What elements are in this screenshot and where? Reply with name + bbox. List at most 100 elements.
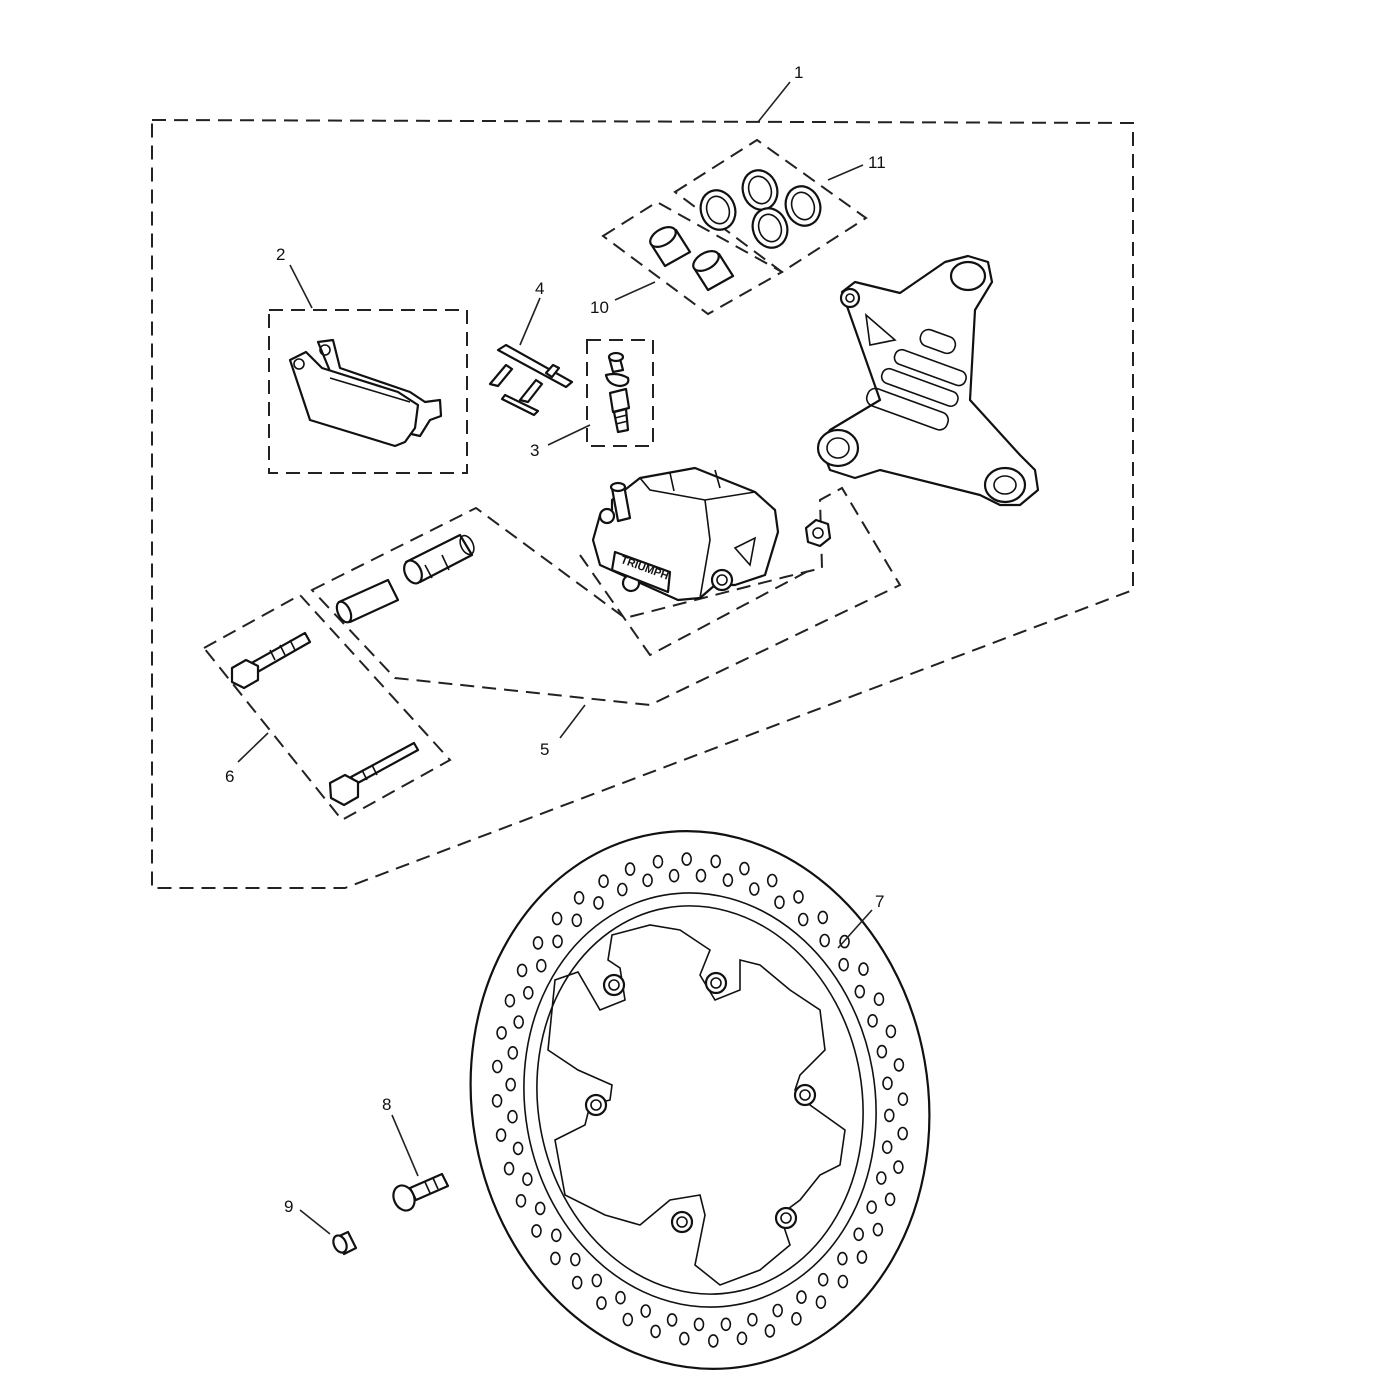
drill-hole: [622, 1312, 634, 1327]
caliper-pin-boundary: [579, 554, 811, 657]
callout-6: 6: [225, 767, 234, 786]
callout-5: 5: [540, 740, 549, 759]
drill-hole: [616, 882, 628, 897]
drill-hole: [642, 873, 653, 888]
drill-hole: [693, 1317, 705, 1332]
brake-pad-set: [288, 338, 443, 448]
drill-hole: [505, 1077, 517, 1092]
drill-hole: [722, 873, 734, 887]
drill-hole: [515, 1194, 527, 1208]
bleed-nipple: [604, 351, 631, 434]
drill-hole: [774, 895, 785, 910]
drill-hole: [507, 1046, 519, 1060]
drill-hole: [491, 1094, 503, 1108]
drill-hole: [516, 963, 528, 978]
drill-hole: [550, 1228, 562, 1243]
drill-hole: [571, 913, 583, 928]
drill-hole: [866, 1200, 878, 1214]
drill-hole: [707, 1334, 719, 1348]
drill-hole: [507, 1109, 518, 1124]
drill-hole: [571, 1275, 583, 1290]
drill-hole: [837, 1274, 849, 1289]
drill-hole: [695, 868, 707, 883]
drill-hole: [766, 873, 778, 888]
drill-hole: [652, 854, 664, 869]
drill-hole: [551, 911, 563, 926]
drill-hole: [650, 1324, 661, 1339]
drill-hole: [535, 958, 547, 973]
drill-hole: [681, 852, 693, 866]
drill-hole: [867, 1013, 878, 1028]
caliper-body: TRIUMPH: [591, 466, 780, 602]
drill-hole: [817, 910, 829, 925]
drill-hole: [747, 1312, 758, 1327]
drill-hole: [817, 1272, 829, 1287]
drill-hole: [791, 1312, 802, 1326]
drill-hole: [854, 984, 866, 999]
drill-hole: [872, 1222, 884, 1237]
assembly-boundary: [151, 118, 1134, 889]
drill-hole: [819, 933, 831, 948]
drill-hole: [893, 1058, 905, 1072]
callout-7: 7: [875, 892, 884, 911]
callout-4: 4: [535, 279, 544, 298]
drill-hole: [881, 1140, 893, 1154]
callout-9: 9: [284, 1197, 293, 1216]
drill-hole: [884, 1192, 896, 1207]
callout-11: 11: [868, 153, 886, 172]
drill-hole: [591, 1273, 603, 1288]
callout-10: 10: [590, 298, 609, 317]
drill-hole: [678, 1331, 690, 1346]
drill-hole: [748, 882, 760, 896]
drill-hole: [838, 957, 850, 972]
drill-hole: [522, 1172, 533, 1186]
disc-drill-holes: [491, 852, 909, 1348]
drill-hole: [593, 896, 604, 910]
drill-hole: [531, 1224, 542, 1238]
bolt-kit-boundary: [202, 593, 452, 822]
drill-hole: [513, 1015, 525, 1029]
drill-hole: [885, 1024, 897, 1039]
brake-pad-boundary: [268, 309, 468, 474]
drill-hole: [503, 1161, 515, 1176]
seal-kit-boundary: [673, 138, 868, 274]
disc-washer: [332, 1230, 358, 1256]
drill-hole: [668, 868, 680, 883]
drill-hole: [882, 1076, 893, 1091]
drill-hole: [897, 1092, 909, 1106]
drill-hole: [793, 890, 804, 904]
drill-hole: [495, 1128, 507, 1142]
brake-disc: [469, 830, 931, 1370]
drill-hole: [522, 985, 534, 1000]
leader-lines: [237, 81, 873, 1235]
drill-hole: [598, 874, 609, 889]
drill-hole: [491, 1059, 503, 1074]
drill-hole: [764, 1324, 776, 1338]
drill-hole: [640, 1304, 652, 1318]
drill-hole: [893, 1160, 904, 1174]
drill-hole: [534, 1201, 546, 1216]
piston-group: [649, 226, 735, 292]
caliper-bolts: [230, 631, 420, 807]
drill-hole: [736, 1331, 748, 1346]
drill-hole: [615, 1290, 626, 1305]
piston-kit-boundary: [601, 200, 785, 316]
callout-labels: 1 2 3 4 5 6 7 8 9 10 11: [225, 63, 886, 1216]
drill-hole: [710, 854, 722, 869]
drill-hole: [815, 1295, 827, 1309]
seal-ring-group: [699, 169, 822, 249]
pad-spring: [488, 343, 574, 417]
drill-hole: [532, 936, 544, 950]
callout-3: 3: [530, 441, 539, 460]
drill-hole: [837, 1251, 848, 1266]
drill-hole: [573, 890, 585, 905]
drill-hole: [856, 1250, 868, 1264]
drill-hole: [624, 862, 636, 876]
bleed-kit-boundary: [586, 339, 654, 447]
drill-hole: [897, 1126, 909, 1141]
drill-hole: [873, 992, 885, 1007]
drill-hole: [876, 1044, 888, 1059]
drill-hole: [552, 934, 563, 949]
callout-8: 8: [382, 1095, 391, 1114]
